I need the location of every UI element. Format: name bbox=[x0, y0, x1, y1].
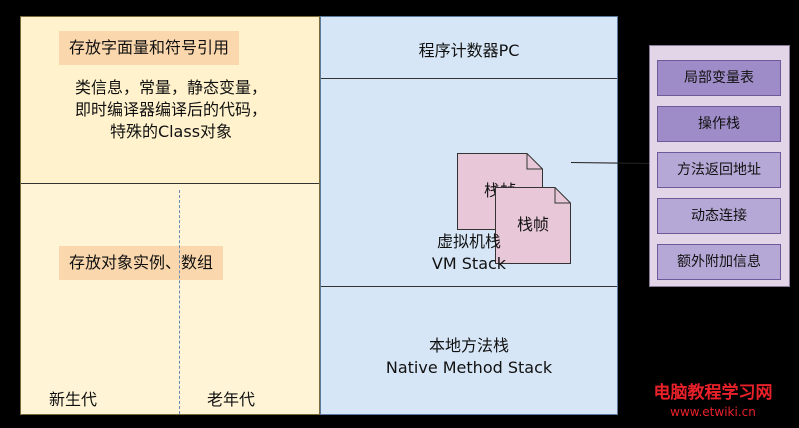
dynamic-linking: 动态连接 bbox=[657, 198, 781, 234]
local-variable-table: 局部变量表 bbox=[657, 60, 781, 96]
object-instances-label: 存放对象实例、数组 bbox=[59, 246, 224, 280]
stack-frame: 栈帧 bbox=[495, 187, 609, 264]
native-stack-label: 本地方法栈 Native Method Stack bbox=[321, 335, 617, 379]
generation-divider bbox=[179, 190, 180, 414]
constant-pool-label: 存放字面量和符号引用 bbox=[59, 31, 240, 65]
old-generation-label: 老年代 bbox=[207, 390, 256, 409]
operand-stack: 操作栈 bbox=[657, 106, 781, 142]
pc-register-label: 程序计数器PC bbox=[418, 41, 520, 60]
pc-register-section: 程序计数器PC bbox=[321, 17, 617, 79]
frame-detail-panel: 局部变量表 操作栈 方法返回地址 动态连接 额外附加信息 bbox=[649, 45, 790, 287]
class-info-line: 即时编译器编译后的代码， bbox=[74, 100, 267, 119]
native-method-stack-section: 本地方法栈 Native Method Stack bbox=[321, 287, 617, 414]
young-generation-label: 新生代 bbox=[49, 390, 98, 409]
watermark-title: 电脑教程学习网 bbox=[653, 383, 773, 403]
class-info-line: 类信息，常量，静态变量， bbox=[74, 78, 267, 97]
method-area: 存放字面量和符号引用 类信息，常量，静态变量， 即时编译器编译后的代码， 特殊的… bbox=[21, 17, 319, 184]
vm-stack-label: 虚拟机栈 VM Stack bbox=[321, 231, 617, 275]
runtime-panel: 程序计数器PC 栈帧 栈帧 虚拟机栈 VM Stack 本地方法栈 Native… bbox=[320, 16, 618, 415]
native-stack-label-en: Native Method Stack bbox=[385, 358, 553, 377]
watermark: 电脑教程学习网 www.etwiki.cn bbox=[638, 378, 788, 419]
vm-stack-label-cn: 虚拟机栈 bbox=[436, 232, 501, 251]
stack-frame-label: 栈帧 bbox=[516, 215, 549, 234]
heap-method-area-panel: 存放字面量和符号引用 类信息，常量，静态变量， 即时编译器编译后的代码， 特殊的… bbox=[20, 16, 320, 415]
heap-area: 存放对象实例、数组 新生代 老年代 bbox=[21, 184, 319, 414]
extra-info: 额外附加信息 bbox=[657, 244, 781, 280]
return-address: 方法返回地址 bbox=[657, 152, 781, 188]
class-info-text: 类信息，常量，静态变量， 即时编译器编译后的代码， 特殊的Class对象 bbox=[41, 77, 301, 143]
class-info-line: 特殊的Class对象 bbox=[109, 122, 233, 141]
vm-stack-section: 栈帧 栈帧 虚拟机栈 VM Stack bbox=[321, 79, 617, 287]
frame-detail-connector bbox=[571, 162, 651, 164]
watermark-url: www.etwiki.cn bbox=[670, 405, 756, 419]
native-stack-label-cn: 本地方法栈 bbox=[428, 336, 509, 355]
vm-stack-label-en: VM Stack bbox=[431, 254, 507, 273]
